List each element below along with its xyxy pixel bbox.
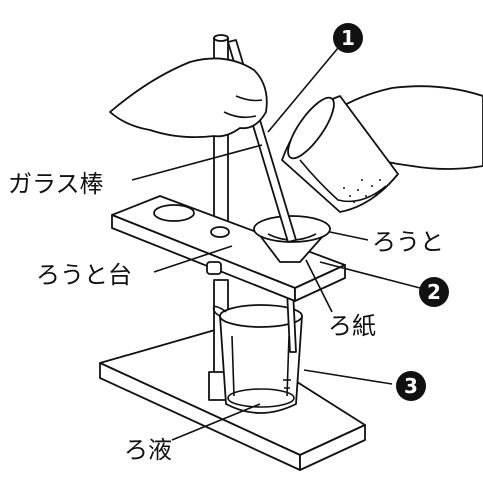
marker-3: 3: [396, 371, 426, 401]
beaker: [212, 304, 303, 414]
leader-filter-paper: [305, 259, 333, 313]
left-hand: [109, 57, 268, 139]
label-glass-rod: ガラス棒: [8, 170, 104, 198]
leader-funnel-stand: [153, 245, 233, 273]
pouring-beaker: [281, 95, 399, 213]
marker-2-number: 2: [427, 280, 441, 304]
label-funnel: ろうと: [372, 228, 444, 256]
leader-funnel: [329, 231, 369, 241]
leader-marker-3: [303, 369, 393, 385]
label-funnel-stand: ろうと台: [36, 261, 132, 289]
marker-2: 2: [419, 277, 449, 307]
label-filtrate: ろ液: [124, 436, 172, 464]
leader-marker-2: [319, 261, 421, 289]
marker-1: 1: [333, 23, 363, 53]
leader-filtrate: [171, 403, 261, 441]
marker-3-number: 3: [404, 374, 418, 398]
label-filter-paper: ろ紙: [328, 312, 376, 340]
leader-lines: [131, 47, 421, 441]
marker-1-number: 1: [341, 26, 355, 50]
leader-glass-rod: [131, 144, 263, 181]
funnel-stand-plate: [111, 195, 346, 302]
leader-marker-1: [267, 47, 339, 133]
